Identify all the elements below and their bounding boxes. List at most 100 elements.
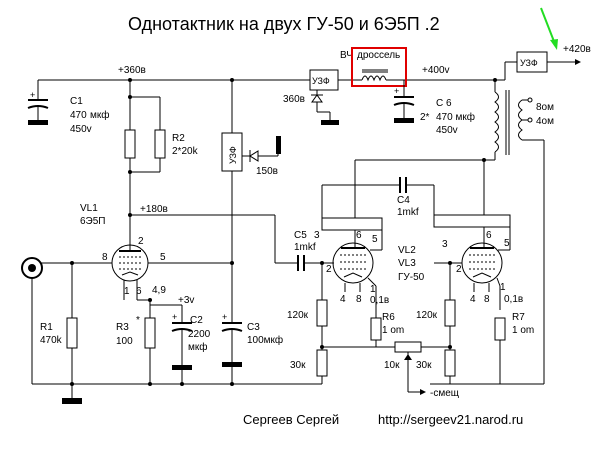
label-v360: 360в — [283, 94, 305, 105]
vl2-pin-6: 6 — [356, 230, 362, 241]
r1-value: 470k — [40, 335, 63, 346]
label-v2star: 2* — [420, 112, 430, 123]
output-transformer — [494, 80, 533, 160]
c6-name: C 6 — [436, 98, 452, 109]
uzf-block-1: УЗФ — [309, 69, 339, 125]
vl1-name: VL1 — [80, 203, 98, 214]
grid-divider-2 — [444, 261, 456, 384]
r6-name: R6 — [382, 312, 395, 323]
tube-vl2 — [321, 217, 383, 300]
choke-inductor-icon — [354, 69, 404, 82]
tube-vl3 — [433, 214, 511, 310]
r3-value: 100 — [116, 336, 133, 347]
svg-text:УЗФ: УЗФ — [520, 58, 538, 68]
uzf-block-3: УЗФ — [221, 80, 281, 310]
vl3-pin-1: 1 — [500, 282, 506, 293]
r3-star: * — [136, 315, 140, 326]
resistor-r2 — [124, 80, 166, 232]
resistor-r6 — [370, 300, 382, 347]
vl3-pin-3: 3 — [442, 239, 448, 250]
uzf-block-2: УЗФ — [516, 51, 548, 73]
c5-name: C5 — [294, 230, 307, 241]
r2-name: R2 — [172, 133, 185, 144]
r10k: 10к — [384, 360, 400, 371]
svg-text:+: + — [30, 90, 35, 100]
vl1-type: 6Э5П — [80, 216, 106, 227]
green-arrow-icon — [540, 7, 558, 50]
label-plus3: +3v — [178, 295, 194, 306]
c2-name: C2 — [190, 315, 203, 326]
choke-label: дроссель — [357, 50, 400, 61]
plus180-line — [128, 213, 275, 217]
vl1-pin-49: 4,9 — [152, 285, 166, 296]
r30-b: 30к — [416, 360, 432, 371]
vl2-name: VL2 — [398, 245, 416, 256]
capacitor-c5 — [274, 215, 334, 271]
vl3-pin-01: 0,1в — [504, 294, 523, 305]
plate-bus — [354, 158, 495, 218]
c6-value: 470 мкф — [436, 111, 475, 123]
svg-text:УЗФ: УЗФ — [228, 146, 238, 164]
vl2-pin-1: 1 — [370, 284, 376, 295]
vl1-pin-8: 8 — [102, 252, 108, 263]
label-v150: 150в — [256, 166, 278, 177]
svg-text:+: + — [394, 86, 399, 96]
capacitor-c1: + — [27, 80, 49, 125]
label-plus360: +360в — [118, 65, 146, 76]
choke-prefix: ВЧ — [340, 50, 353, 61]
resistor-r1 — [62, 263, 82, 404]
vl1-pin-6: 6 — [136, 286, 142, 297]
vl2-pin-2: 2 — [326, 264, 332, 275]
c1-value: 470 — [70, 110, 87, 121]
svg-text:+: + — [222, 312, 227, 322]
label-plus420: +420в — [563, 44, 591, 55]
vl3-pin-6: 6 — [486, 230, 492, 241]
vl2-pin-3: 3 — [314, 230, 320, 241]
svg-text:УЗФ: УЗФ — [312, 76, 330, 86]
ground-rail — [31, 139, 545, 386]
r30-a: 30к — [290, 360, 306, 371]
c4-value: 1mkf — [397, 207, 419, 218]
diagram-title: Однотактник на двух ГУ-50 и 6Э5П .2 — [128, 14, 440, 34]
grid-divider-1 — [316, 261, 395, 384]
vl1-pin-1: 1 — [124, 286, 130, 297]
vl2-pin-01: 0,1в — [370, 295, 389, 306]
author-credit: Сергеев Сергей — [243, 412, 339, 427]
gu50-type: ГУ-50 — [398, 272, 425, 283]
c5-value: 1mkf — [294, 242, 316, 253]
choke-highlight-box — [351, 47, 407, 87]
label-8ohm: 8ом — [536, 102, 554, 113]
r6-value: 1 om — [382, 325, 404, 336]
c2-unit: мкф — [188, 341, 207, 353]
label-neg-bias: -смещ — [430, 388, 459, 399]
r7-name: R7 — [512, 312, 525, 323]
resistor-r3 — [144, 300, 182, 384]
c6-voltage: 450v — [436, 125, 458, 136]
label-4ohm: 4ом — [536, 116, 554, 127]
resistor-r7 — [494, 317, 506, 384]
c4-name: C4 — [397, 195, 410, 206]
label-plus400: +400v — [422, 65, 450, 76]
vl1-pin-5: 5 — [160, 252, 166, 263]
capacitor-c6: + — [393, 80, 415, 123]
r120-a: 120к — [287, 310, 309, 321]
r7-value: 1 om — [512, 325, 534, 336]
vl1-pin-2: 2 — [138, 236, 144, 247]
capacitor-c2: + — [171, 305, 193, 384]
vl3-pin-2: 2 — [456, 264, 462, 275]
vl2-pin-5: 5 — [372, 234, 378, 245]
vl2-pin-8: 8 — [356, 294, 362, 305]
input-jack-icon[interactable] — [21, 257, 43, 279]
r2-value: 2*20k — [172, 146, 199, 157]
vl3-name: VL3 — [398, 258, 416, 269]
author-url[interactable]: http://sergeev21.narod.ru — [378, 412, 523, 427]
label-plus180: +180в — [140, 204, 168, 215]
vl3-pin-4: 4 — [470, 294, 476, 305]
c1-voltage: 450v — [70, 124, 92, 135]
c3-name: C3 — [247, 322, 260, 333]
svg-text:+: + — [172, 312, 177, 322]
vl3-pin-5: 5 — [504, 238, 510, 249]
r1-name: R1 — [40, 322, 53, 333]
